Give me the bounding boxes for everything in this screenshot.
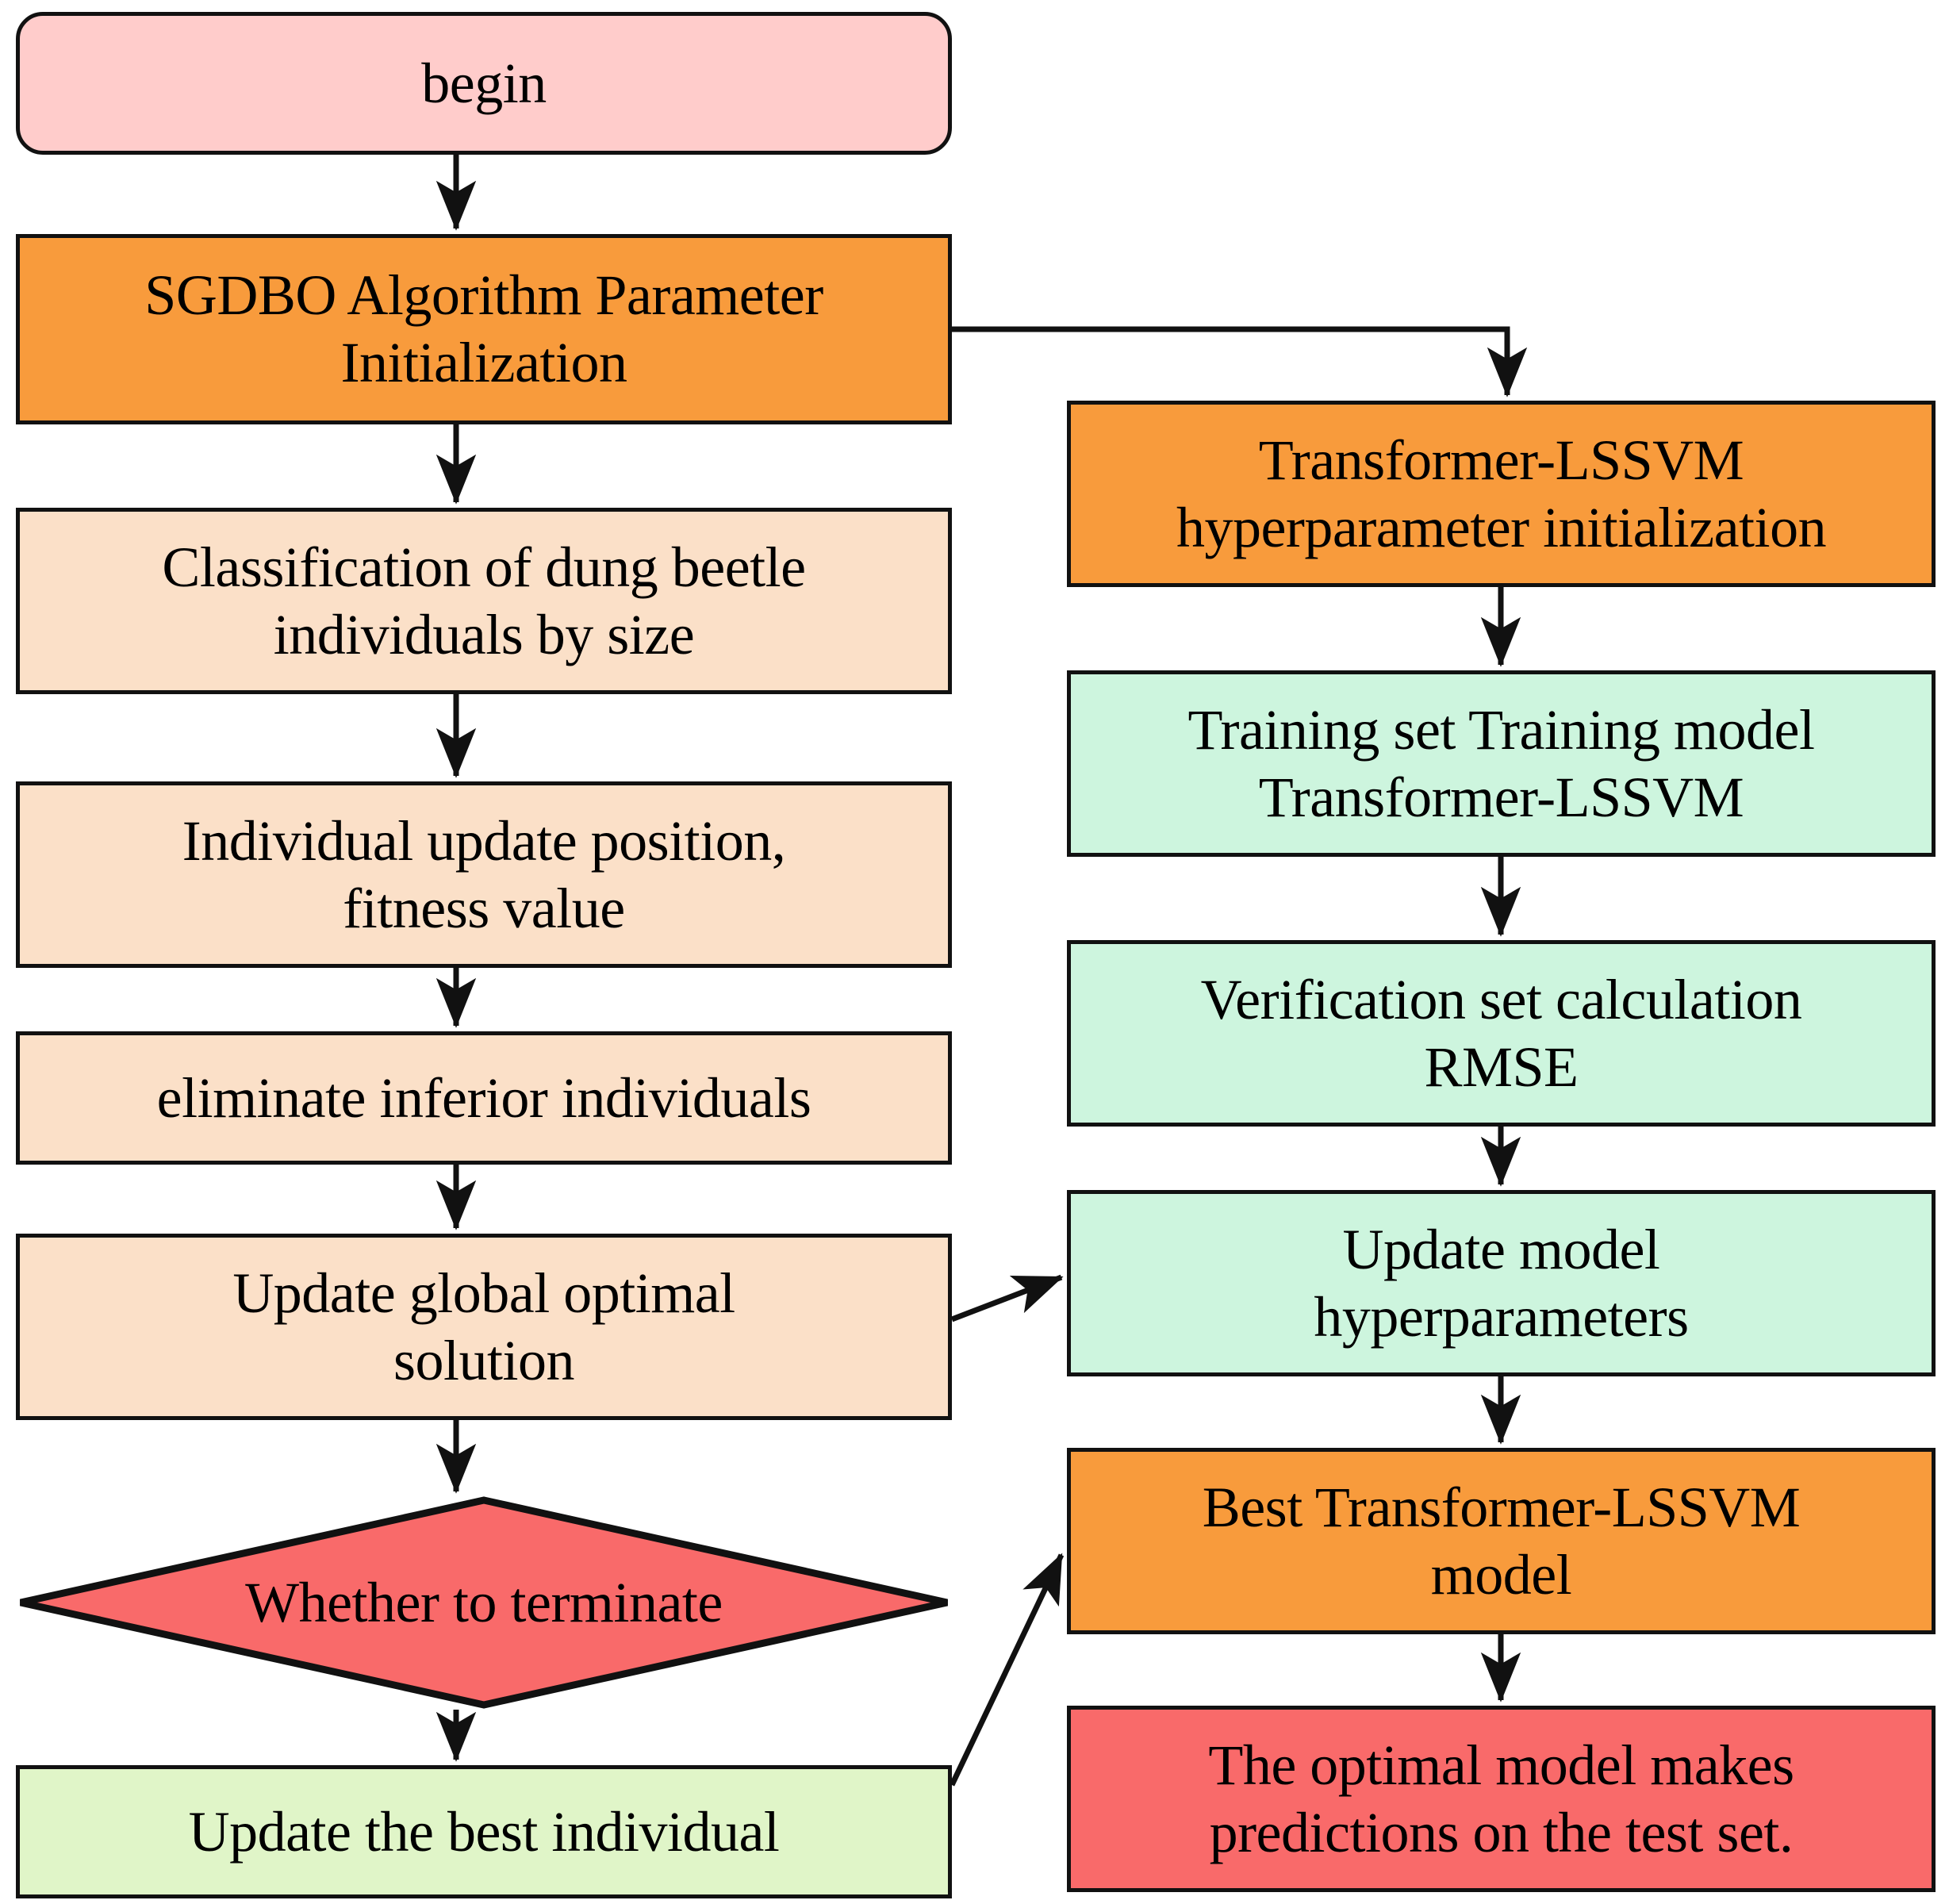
node-individual-update-position-fitness[interactable]: Individual update position, fitness valu… <box>16 781 952 968</box>
node-whether-to-terminate[interactable]: Whether to terminate <box>16 1495 952 1710</box>
node-training-set-training-model[interactable]: Training set Training model Transformer-… <box>1067 670 1936 857</box>
node-sgdbo-parameter-initialization[interactable]: SGDBO Algorithm Parameter Initialization <box>16 234 952 424</box>
node-update-the-best-individual[interactable]: Update the best individual <box>16 1765 952 1898</box>
node-eliminate-inferior-individuals[interactable]: eliminate inferior individuals <box>16 1031 952 1165</box>
node-update-global-optimal-solution[interactable]: Update global optimal solution <box>16 1234 952 1420</box>
node-optimal-model-predictions-on-test-set[interactable]: The optimal model makes predictions on t… <box>1067 1706 1936 1892</box>
node-verification-set-calculation-rmse[interactable]: Verification set calculation RMSE <box>1067 940 1936 1127</box>
node-best-transformer-lssvm-model[interactable]: Best Transformer-LSSVM model <box>1067 1448 1936 1634</box>
node-classification-of-dung-beetle-individuals[interactable]: Classification of dung beetle individual… <box>16 508 952 694</box>
node-begin[interactable]: begin <box>16 12 952 155</box>
decision-diamond-shape <box>20 1496 948 1709</box>
edge-update-global-to-update-hyper <box>950 1274 1064 1322</box>
edge-sgdbo-to-transformer-init <box>952 326 1528 397</box>
node-transformer-lssvm-hyperparameter-initialization[interactable]: Transformer-LSSVM hyperparameter initial… <box>1067 401 1936 587</box>
edge-update-best-to-best-model <box>949 1553 1065 1787</box>
node-update-model-hyperparameters[interactable]: Update model hyperparameters <box>1067 1190 1936 1376</box>
